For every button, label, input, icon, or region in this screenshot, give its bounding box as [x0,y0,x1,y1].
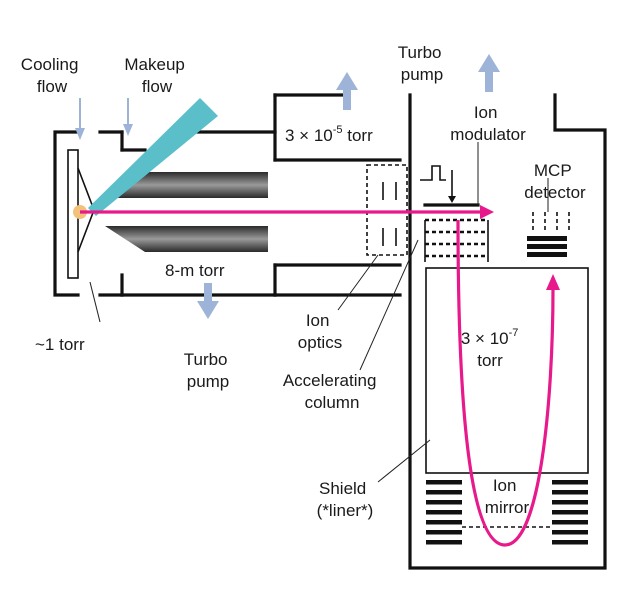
mcp-detector-label: MCP detector [524,161,586,202]
turbo-pump-bottom-label: Turbo pump [184,350,233,391]
turbo-pump-arrow-1 [336,72,358,110]
turbo-pump-arrow-2 [478,54,500,92]
ion-modulator-label: Ion modulator [450,103,526,144]
flight-pressure-label: 3 × 10-7 torr [461,321,523,370]
upper-pressure-label: 3 × 10-5 torr [285,124,373,145]
source-chamber [53,130,124,297]
flight-tube [408,93,607,570]
middle-chamber [105,93,402,297]
laser-beam [88,98,218,216]
flow-arrows [75,98,133,140]
lower-rod [105,226,268,252]
ion-optics-label: Ion optics [298,311,342,352]
accelerating-column-label: Accelerating column [283,371,381,412]
ion-optics [366,164,408,256]
makeup-flow-label: Makeup flow [124,55,189,96]
mcp-detector [527,212,570,257]
middle-pressure-label: 8-m torr [165,261,225,280]
upper-rod [105,172,268,198]
shield-label: Shield (*liner*) [317,479,374,520]
cooling-flow-label: Cooling flow [21,55,83,96]
ion-mirror-label: Ion mirror [485,476,530,517]
ion-path [80,205,560,547]
ion-mirror [426,480,588,545]
turbo-pump-top-label: Turbo pump [398,43,447,84]
turbo-pump-arrow-3 [197,283,219,319]
source-pressure-label: ~1 torr [35,335,85,354]
